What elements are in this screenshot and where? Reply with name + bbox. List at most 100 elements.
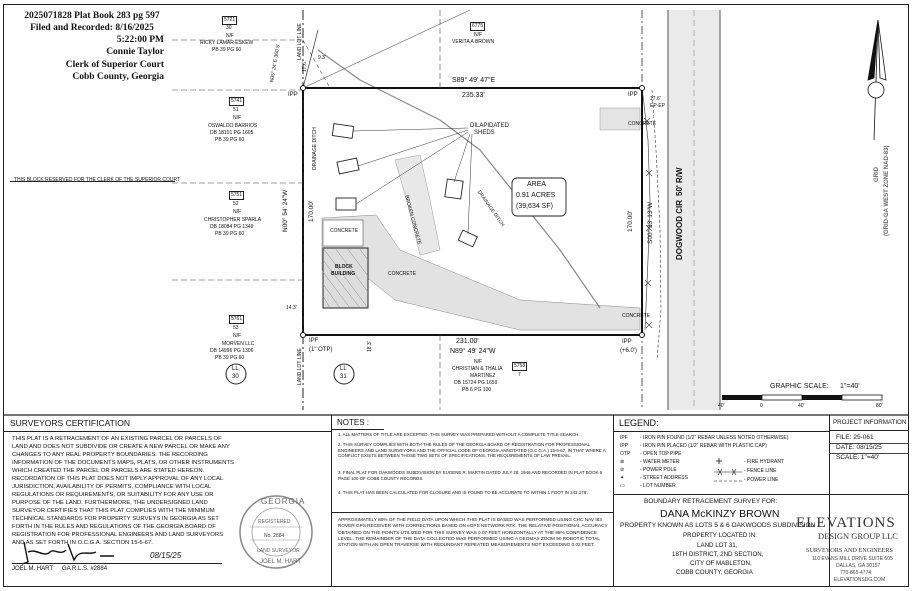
sparla-deed: DB 18084 PG 1349 — [210, 224, 254, 230]
eskew-zone: 30 — [226, 25, 232, 31]
south-distance: 231.00' — [456, 338, 479, 345]
grid-zone: (GRID-GA WEST ZONE NAD-83) — [884, 145, 890, 236]
project-scale: SCALE: 1"=40' — [836, 454, 880, 461]
legend-text-2: - IRON PIN PLACED (1/2" REBAR WITH PLAST… — [640, 443, 767, 449]
company-sub: DESIGN GROUP LLC — [818, 531, 898, 541]
concrete-apron-label: CONCRETE — [628, 121, 657, 127]
barrios-zone: 51 — [233, 107, 239, 113]
clerk-divider — [10, 181, 175, 182]
legend-title: LEGEND: — [619, 418, 659, 428]
martinez-deed: DB 15724 PG 1659 — [454, 380, 498, 386]
title-land-lot: LAND LOT 31, — [697, 542, 738, 549]
broken-concrete — [394, 154, 441, 256]
graphic-scale-value: 1"=40' — [840, 383, 860, 390]
title-county: COBB COUNTY, GEORGIA — [676, 569, 753, 576]
signer-license: GA R.L.S. #2884 — [62, 566, 108, 572]
title-property: PROPERTY KNOWN AS LOTS 5 & 6 OAKWOODS SU… — [620, 522, 816, 529]
dist-17: 17.6' — [302, 61, 308, 72]
title-survey-for: BOUNDARY RETRACEMENT SURVEY FOR: — [644, 498, 778, 505]
recording-block: 2025071828 Plat Book 283 pg 597 Filed an… — [12, 10, 172, 83]
concrete-apron-south: CONCRETE — [622, 313, 651, 319]
morven-deed: DB 14996 PG 1306 — [210, 348, 254, 354]
company-phone: 770-865-4774 — [840, 570, 872, 576]
barrios-pb: PB 39 PG 60 — [215, 137, 245, 143]
morven-lot-number: 5761 — [229, 315, 245, 324]
grid-label: GRID — [874, 167, 880, 182]
notes-panel — [332, 415, 614, 587]
east-bearing: S00° 33' 13"W — [647, 202, 654, 244]
note-1: 1. ALL MATTERS OF TITLE ARE EXCEPTED. TH… — [338, 432, 580, 437]
sheet-border — [3, 4, 909, 587]
sparla-lot-number: 5751 — [229, 191, 245, 200]
clerk-reserved-text: THIS BLOCK RESERVED FOR THE CLERK OF THE… — [14, 177, 181, 183]
west-distance: 170.00' — [308, 200, 315, 222]
building-label: BUILDING — [331, 271, 356, 277]
road-name: DOGWOOD CIR — [675, 200, 684, 260]
sheds-label: DILAPIDATED — [470, 123, 509, 129]
area-sf: (39,634 SF) — [516, 203, 553, 210]
eskew-deed: PB 39 PG 60 — [212, 47, 242, 53]
legend-text-3: - OPEN TOP PIPE — [640, 451, 682, 457]
note-3: 3. FINAL PLAT FOR OAKWOODS SUBDIVISION B… — [338, 470, 603, 481]
east-distance: 170.00' — [627, 210, 634, 232]
company-address: 110 EVANS MILL DRIVE SUITE 605 — [812, 556, 893, 562]
drainage-ditch-west — [302, 39, 331, 89]
company-city: DALLAS, GA 30157 — [836, 563, 881, 569]
legend-code-4: ⊕ — [620, 459, 625, 465]
project-date: DATE: 08/15/25 — [836, 444, 882, 451]
morven-pb: PB 39 PG 60 — [215, 355, 245, 361]
martinez-nf: N/F — [474, 359, 483, 365]
area-label: AREA — [527, 181, 547, 188]
block-label: BLOCK — [335, 264, 353, 270]
barrios-deed: DB 18101 PG 1605 — [210, 130, 254, 136]
concrete-pad — [322, 219, 364, 247]
graphic-scale-bar — [722, 394, 883, 401]
martinez-pb: PB 6 PG 100 — [462, 387, 492, 393]
certification-title: SURVEYORS CERTIFICATION — [10, 418, 130, 428]
west-bearing: N00° 54' 24"W — [282, 189, 289, 232]
sparla-pb: PB 39 PG 60 — [215, 231, 245, 237]
legend-code-5: ⊘ — [620, 467, 625, 473]
ll31-label: LL — [340, 366, 347, 372]
concrete-drive-label: CONCRETE — [388, 271, 417, 277]
notes-title-underline — [332, 429, 384, 430]
certification-panel — [4, 415, 332, 587]
land-lot-line-label-2: LAND LOT LINE — [297, 23, 303, 60]
brown-lot-number: 6775 — [470, 22, 486, 31]
seal-state: GEORGIA — [261, 497, 306, 506]
recording-instrument: 2025071828 Plat Book 283 pg 597 — [24, 11, 160, 21]
recording-clerk: Connie Taylor — [106, 47, 164, 58]
otp-sw: (1" OTP) — [309, 347, 333, 353]
martinez-name: CHRISTIAN & THALIA — [452, 366, 503, 372]
land-lot-line-label: LAND LOT LINE — [297, 348, 303, 385]
legend-right-3: - POWER LINE — [744, 477, 779, 483]
notes-title: NOTES : — [337, 418, 370, 427]
title-divider — [614, 494, 829, 495]
morven-zone: 53 — [233, 325, 239, 331]
ipp-se-offset: (+6.0') — [620, 348, 637, 354]
sheds — [331, 123, 478, 248]
note-2: 2. THIS SURVEY COMPLIES WITH BOTH THE RU… — [338, 442, 606, 459]
ll31-circle — [333, 363, 355, 385]
signer-name: JOEL M. HART — [12, 566, 54, 572]
recording-county: Cobb County, Georgia — [72, 71, 164, 82]
ll30-label: LL — [232, 366, 239, 372]
martinez-zone: 7 — [518, 372, 521, 378]
drainage-ditch-label: DRAINAGE DITCH — [312, 127, 318, 170]
brown-name: VERITA A BROWN — [452, 39, 495, 45]
title-district: 18TH DISTRICT, 2ND SECTION, — [672, 551, 764, 558]
barrios-name: OSWALDO BARRIOS — [208, 123, 258, 129]
south-bearing: N89° 49' 24"W — [450, 348, 496, 355]
legend-code-3: OTP — [620, 451, 631, 457]
barrios-lot-number: 5741 — [229, 97, 245, 106]
seal-title: LAND SURVEYOR — [257, 548, 300, 554]
ep-distance: 17.6' — [650, 96, 661, 102]
ipp-ne: IPP — [628, 92, 638, 98]
sheds-label-2: SHEDS — [474, 130, 495, 136]
title-city: CITY OF MABLETON, — [690, 560, 752, 567]
north-distance: 235.33' — [462, 92, 485, 99]
title-located: PROPERTY LOCATED IN: — [683, 532, 757, 539]
sparla-zone: 52 — [233, 201, 239, 207]
project-title: PROJECT INFORMATION — [833, 419, 907, 426]
signature-line — [12, 563, 222, 564]
